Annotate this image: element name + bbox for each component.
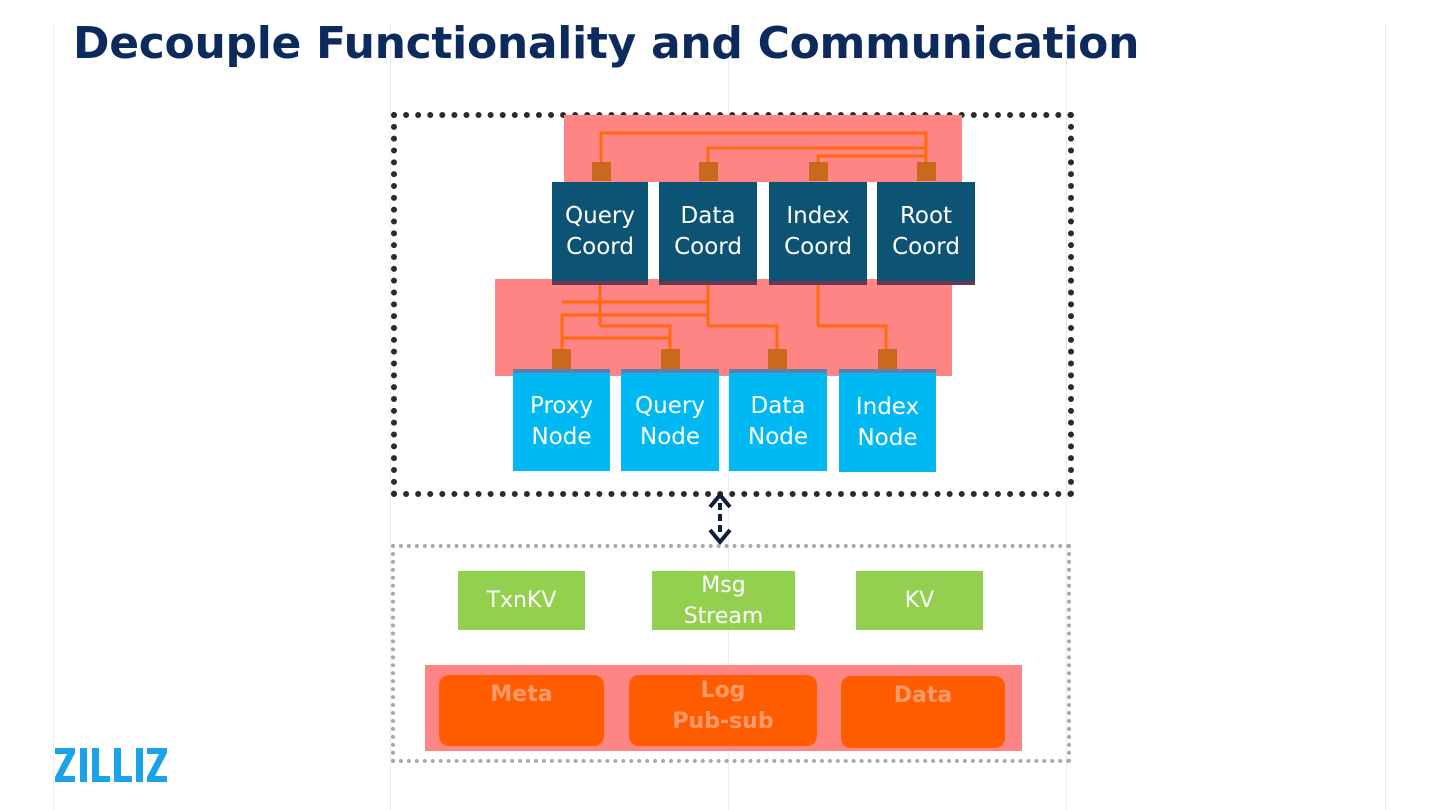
zilliz-logo <box>55 748 167 782</box>
guide-line <box>53 24 54 810</box>
slide-title: Decouple Functionality and Communication <box>73 18 1140 69</box>
log-pubsub-box: Log Pub-sub <box>629 675 817 746</box>
guide-line <box>1385 24 1386 810</box>
guide-line <box>1066 24 1067 810</box>
coord-connector <box>917 162 936 181</box>
node-connector <box>552 349 571 369</box>
txnkv-box: TxnKV <box>458 571 585 630</box>
kv-box: KV <box>856 571 983 630</box>
coord-connector <box>699 162 718 181</box>
coord-connector <box>809 162 828 181</box>
data-node-box: Data Node <box>729 369 827 471</box>
proxy-node-box: Proxy Node <box>513 369 610 471</box>
node-connector <box>661 349 680 369</box>
index-coord-box: Index Coord <box>769 182 867 285</box>
meta-storage-box: Meta <box>439 675 604 746</box>
index-node-box: Index Node <box>839 369 936 472</box>
guide-line <box>728 24 729 810</box>
coord-connector <box>592 162 611 181</box>
data-storage-box: Data <box>841 676 1005 748</box>
data-coord-box: Data Coord <box>659 182 757 285</box>
query-coord-box: Query Coord <box>552 182 648 285</box>
msg-stream-box: Msg Stream <box>652 571 795 630</box>
root-coord-box: Root Coord <box>877 182 975 285</box>
node-connector <box>768 349 787 369</box>
query-node-box: Query Node <box>621 369 719 471</box>
guide-line <box>390 24 391 810</box>
node-connector <box>878 349 897 369</box>
storage-layer-frame <box>391 544 1071 763</box>
